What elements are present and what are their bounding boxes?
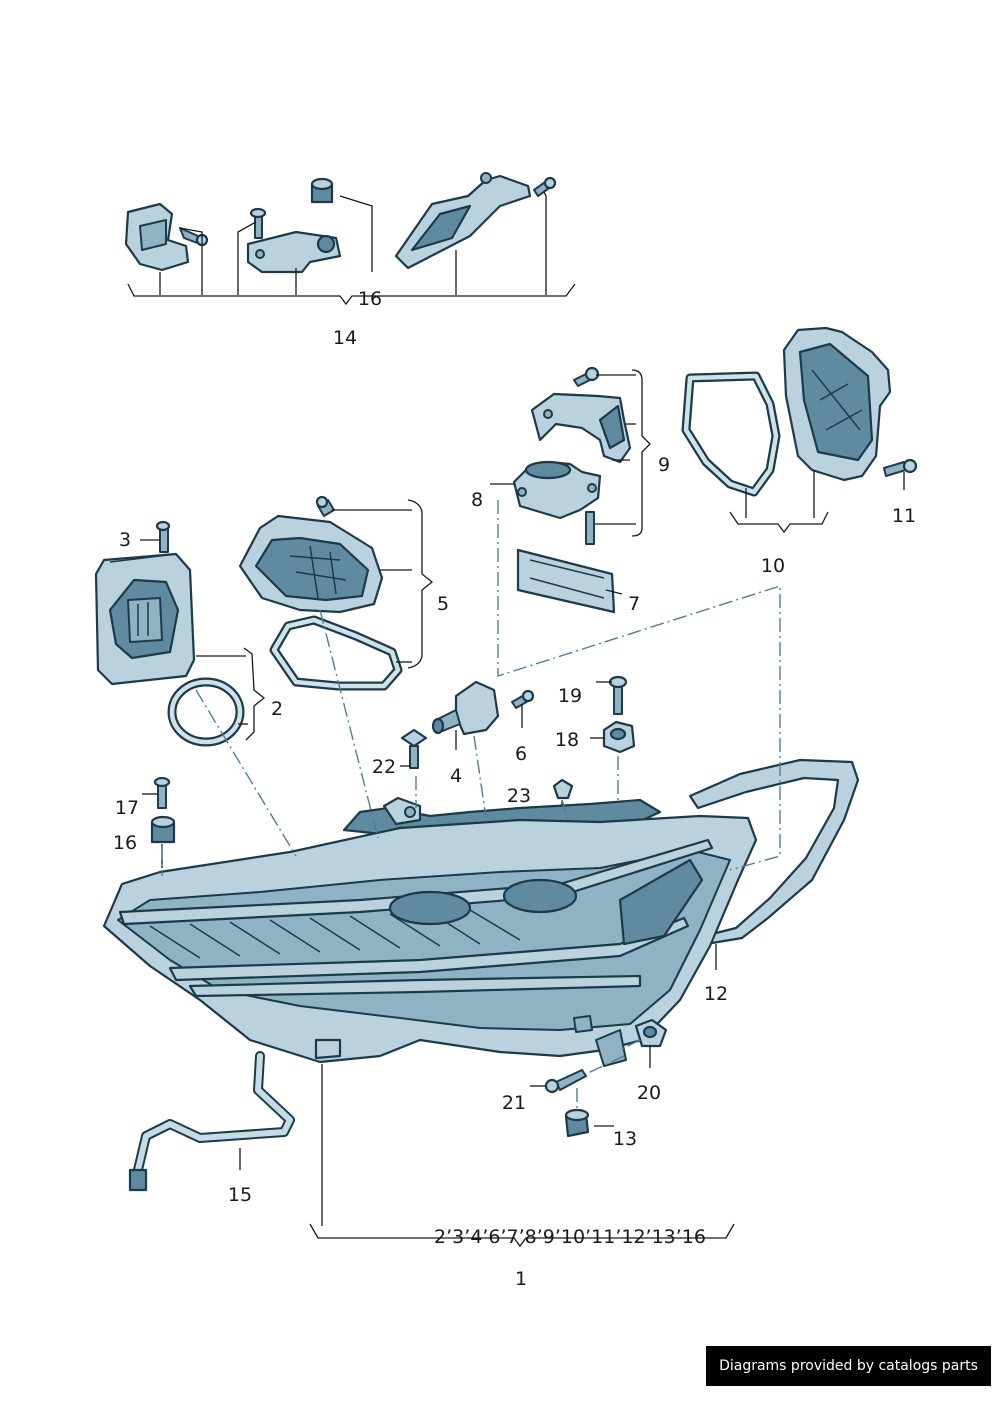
callout-1: 1 bbox=[515, 1268, 527, 1290]
callout-22: 22 bbox=[372, 756, 396, 778]
leader-7 bbox=[605, 589, 623, 595]
part-15-hose bbox=[128, 1051, 295, 1192]
callout-8: 8 bbox=[471, 489, 483, 511]
credit-banner: Diagrams provided by catalogs parts bbox=[706, 1346, 991, 1386]
part-7-plate bbox=[516, 548, 616, 614]
callout-6: 6 bbox=[515, 743, 527, 765]
callout-11: 11 bbox=[892, 505, 916, 527]
leaders-1 bbox=[309, 1064, 735, 1248]
part-18-clip bbox=[602, 720, 636, 754]
part-16-nut bbox=[150, 815, 176, 844]
part-2-control-unit bbox=[94, 552, 196, 686]
part-4-motor bbox=[431, 680, 500, 736]
part-19-screw bbox=[608, 675, 628, 715]
leaders-2 bbox=[196, 647, 266, 741]
assembly-part-list: 2’3’4’6’7’8’9’10’11’12’13’16 bbox=[434, 1226, 706, 1248]
part-10-module bbox=[681, 326, 892, 497]
bracket-set-14 bbox=[124, 172, 557, 274]
callout-20: 20 bbox=[637, 1082, 661, 1104]
callout-3: 3 bbox=[119, 529, 131, 551]
part-13-grommet bbox=[564, 1108, 590, 1138]
callout-9: 9 bbox=[658, 454, 670, 476]
callout-10: 10 bbox=[761, 555, 785, 577]
part-3-screw bbox=[155, 520, 171, 553]
callout-12: 12 bbox=[704, 983, 728, 1005]
callout-21: 21 bbox=[502, 1092, 526, 1114]
callout-13: 13 bbox=[613, 1128, 637, 1150]
assembly-lines bbox=[161, 500, 781, 1112]
part-21-screw bbox=[544, 1069, 587, 1094]
callout-5: 5 bbox=[437, 593, 449, 615]
leaders-14 bbox=[127, 191, 576, 306]
callout-2: 2 bbox=[271, 698, 283, 720]
leaders-10 bbox=[729, 470, 829, 534]
leaders-9 bbox=[594, 369, 651, 537]
callout-16-left: 16 bbox=[113, 832, 137, 854]
callout-14: 14 bbox=[333, 327, 357, 349]
callout-labels: 1 2 3 4 5 6 7 8 9 10 11 12 13 14 15 16 1… bbox=[113, 288, 916, 1290]
part-2-seal bbox=[167, 677, 245, 747]
callout-7: 7 bbox=[628, 593, 640, 615]
bracket-9 bbox=[530, 366, 632, 464]
part-1-headlight bbox=[102, 796, 758, 1067]
callout-23: 23 bbox=[507, 785, 531, 807]
part-8-housing bbox=[512, 460, 602, 545]
part-22-screw bbox=[400, 728, 428, 769]
callout-17: 17 bbox=[115, 797, 139, 819]
part-6-screw bbox=[511, 689, 535, 709]
part-5-module bbox=[238, 495, 403, 691]
callout-4: 4 bbox=[450, 765, 462, 787]
callout-18: 18 bbox=[555, 729, 579, 751]
part-23-cap bbox=[552, 778, 574, 800]
callout-15: 15 bbox=[228, 1184, 252, 1206]
callout-19: 19 bbox=[558, 685, 582, 707]
leaders-5 bbox=[332, 499, 434, 669]
part-20-clip bbox=[634, 1018, 668, 1048]
part-11-screw bbox=[883, 458, 918, 477]
part-17-screw bbox=[153, 776, 171, 809]
callout-16-top: 16 bbox=[358, 288, 382, 310]
